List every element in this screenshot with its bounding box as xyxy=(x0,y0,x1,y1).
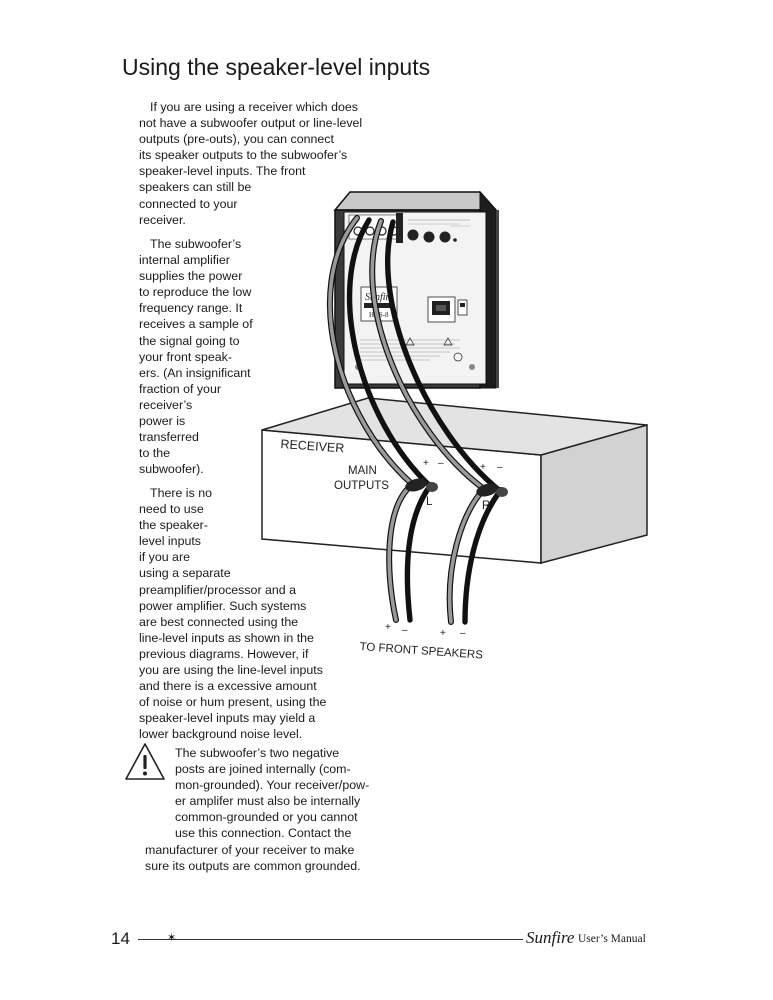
terminal-caps xyxy=(405,478,508,497)
footer-rule xyxy=(138,939,523,940)
text-line: previous diagrams. However, if xyxy=(139,646,309,661)
star-icon: ✶ xyxy=(167,932,177,944)
text-line: speaker-level inputs. The front xyxy=(139,164,306,179)
text-line: lower background noise level. xyxy=(139,727,303,742)
text-line: receiver’s xyxy=(139,397,193,412)
main-label: MAIN xyxy=(348,465,377,477)
text-line: sure its outputs are common grounded. xyxy=(145,858,361,873)
text-line: level inputs xyxy=(139,534,201,549)
text-line: receives a sample of xyxy=(139,317,253,332)
sub-brand-label: Sunfire xyxy=(365,292,394,303)
text-line: to the xyxy=(139,446,171,461)
text-line: not have a subwoofer output or line-leve… xyxy=(139,116,363,131)
speaker-minus-label: – xyxy=(460,628,466,639)
speaker-plus-label: + xyxy=(440,628,446,639)
warning-paragraph: The subwoofer’s two negative posts are j… xyxy=(139,745,389,874)
text-line: your front speak- xyxy=(139,349,232,364)
warning-triangle-icon xyxy=(125,743,165,780)
intro-paragraph: If you are using a receiver which does n… xyxy=(139,99,389,228)
terminal-minus-label: – xyxy=(497,462,503,473)
text-line: and there is a excessive amount xyxy=(139,679,317,694)
text-line: mon-grounded). Your receiver/pow- xyxy=(175,778,370,793)
text-line: power is xyxy=(139,414,186,429)
text-line: speakers can still be xyxy=(139,180,252,195)
text-line: subwoofer). xyxy=(139,462,204,477)
text-line: frequency range. It xyxy=(139,301,243,316)
text-line: the signal going to xyxy=(139,333,240,348)
page-number: 14 xyxy=(111,929,130,948)
footer-manual-label: User’s Manual xyxy=(578,933,646,945)
terminal-minus-label: – xyxy=(438,458,444,469)
text-line: ers. (An insignificant xyxy=(139,365,251,380)
text-line: the speaker- xyxy=(139,518,208,533)
text-line: manufacturer of your receiver to make xyxy=(145,842,355,857)
text-line: its speaker outputs to the subwoofer’s xyxy=(139,148,348,163)
outputs-label: OUTPUTS xyxy=(334,480,389,492)
text-line: transferred xyxy=(139,430,199,445)
text-line: using a separate xyxy=(139,566,231,581)
text-line: are best connected using the xyxy=(139,614,299,629)
text-line: connected to your xyxy=(139,196,238,211)
left-channel-label: L xyxy=(426,496,433,508)
separate-amp-paragraph: There is no need to use the speaker- lev… xyxy=(139,485,369,743)
text-line: outputs (pre-outs), you can connect xyxy=(139,132,334,147)
text-line: fraction of your xyxy=(139,381,221,396)
speaker-minus-label: – xyxy=(402,625,408,636)
amplifier-paragraph: The subwoofer’s internal amplifier suppl… xyxy=(139,236,269,477)
text-line: if you are xyxy=(139,550,190,565)
text-line: supplies the power xyxy=(139,269,243,284)
text-line: speaker-level inputs may yield a xyxy=(139,711,316,726)
speaker-cables xyxy=(326,215,503,625)
terminal-plus-label: + xyxy=(423,458,429,469)
page-title: Using the speaker-level inputs xyxy=(122,54,431,80)
text-line: you are using the line-level inputs xyxy=(139,663,323,678)
text-line: The subwoofer’s xyxy=(150,237,242,251)
receiver-illustration xyxy=(261,397,648,564)
footer-brand: Sunfire xyxy=(526,928,575,947)
text-line: of noise or hum present, using the xyxy=(139,695,327,710)
speaker-plus-label: + xyxy=(385,622,391,633)
text-line: If you are using a receiver which does xyxy=(150,100,358,114)
text-line: need to use xyxy=(139,502,204,517)
terminal-plus-label: + xyxy=(480,462,486,473)
text-line: common-grounded or you cannot xyxy=(175,810,358,825)
text-line: use this connection. Contact the xyxy=(175,826,352,841)
text-line: receiver. xyxy=(139,212,186,227)
right-channel-label: R xyxy=(482,500,491,512)
text-line: internal amplifier xyxy=(139,253,230,268)
text-line: er amplifer must also be internally xyxy=(175,794,361,809)
text-line: line-level inputs as shown in the xyxy=(139,630,314,645)
text-line: There is no xyxy=(150,486,212,500)
text-line: The subwoofer’s two negative xyxy=(175,746,340,760)
text-line: power amplifier. Such systems xyxy=(139,598,307,613)
text-line: preamplifier/processor and a xyxy=(139,582,297,597)
text-line: posts are joined internally (com- xyxy=(175,762,351,777)
text-line: to reproduce the low xyxy=(139,285,252,300)
